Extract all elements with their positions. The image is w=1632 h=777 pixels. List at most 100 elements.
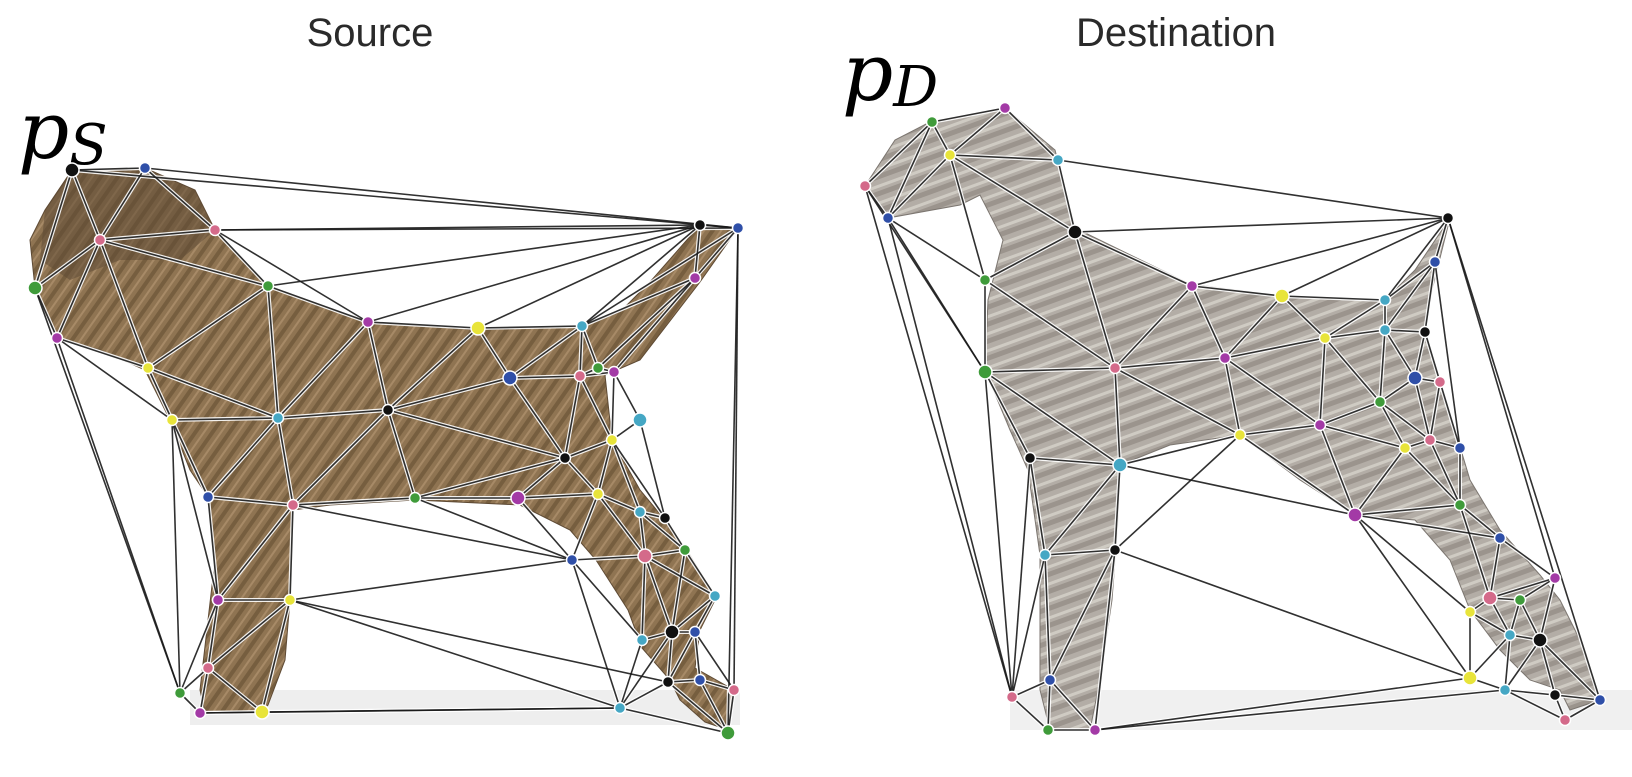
mesh-edge [292,504,573,561]
mesh-edge [289,559,573,601]
mesh-edge [644,555,716,597]
mesh-edge [99,239,269,287]
mesh-edge [509,377,566,459]
mesh-edge [267,224,701,287]
keypoint [1043,673,1057,687]
mesh-edge [581,224,701,327]
mesh-edge [1114,464,1121,551]
keypoint [1407,370,1423,386]
mesh-edge [1354,504,1461,516]
mesh-edge [1011,457,1031,698]
mesh-edge [864,121,933,187]
keypoint [727,683,741,697]
mesh-edge [984,279,1116,369]
keypoint [1041,723,1055,737]
mesh-edge [619,681,669,709]
mesh-edge [1414,331,1426,379]
mesh-edge [517,457,566,499]
mesh-edge [517,497,573,561]
mesh-edge [1057,159,1076,233]
mesh-edge [571,555,646,561]
mesh-edge [1191,217,1449,287]
keypoint [201,661,215,675]
keypoint [138,161,152,175]
mesh-edge [1004,107,1059,161]
mesh-edge [644,555,673,633]
mesh-edge [1224,357,1321,426]
mesh-edge [1224,357,1241,436]
mesh-edge [1504,634,1511,691]
keypoint [1067,224,1083,240]
mesh-edge [1319,401,1381,426]
mesh-edge [217,504,294,601]
mesh-edge [477,325,583,329]
mesh-edge [207,667,263,713]
keypoint [1548,571,1562,585]
keypoint [688,271,702,285]
mesh-edge [984,371,1031,459]
keypoint [1274,288,1290,304]
mesh-edge [931,121,951,156]
mesh-edge [1459,504,1501,539]
keypoint [93,233,107,247]
keypoint [1503,628,1517,642]
mesh-edge [597,493,646,557]
mesh-edge [214,229,269,287]
mesh-edge [949,154,1059,161]
mesh-edge [289,504,294,601]
mesh-edge [1439,381,1461,449]
mesh-edge [1049,679,1096,731]
destination-ground-shadow [1010,690,1632,730]
keypoint [1441,211,1455,225]
keypoint [633,505,647,519]
mesh-edge [1379,329,1386,403]
keypoint [1108,361,1122,375]
keypoint [1112,457,1128,473]
keypoint [1318,331,1332,345]
mesh-edge [571,559,621,709]
mesh-edge [199,707,621,714]
mesh-edge [1499,537,1556,579]
mesh-edge [387,377,511,411]
mesh-edge [1384,329,1426,333]
mesh-edge [207,599,291,669]
keypoint [50,331,64,345]
mesh-edge [581,227,739,327]
keypoint [591,487,605,501]
keypoint [1005,690,1019,704]
keypoint [193,706,207,720]
mesh-edge [1424,261,1436,333]
mesh-edge [581,325,599,369]
keypoint [1398,441,1412,455]
keypoint [943,148,957,162]
destination-point-label: pD [842,26,938,120]
mesh-edge [1459,504,1491,599]
mesh-edge [1319,337,1326,426]
keypoint [858,179,872,193]
source-ground-shadow [190,690,740,725]
keypoint [720,725,736,741]
source-mesh [33,166,740,735]
mesh-edge [277,417,294,506]
keypoint [208,223,222,237]
keypoint [613,701,627,715]
mesh-edge [387,409,566,459]
mesh-edge [1564,699,1601,721]
mesh-edge [171,419,209,498]
mesh-edge [694,227,739,279]
keypoint [1463,605,1477,619]
mesh-edge [207,599,219,669]
mesh-edge [641,555,646,641]
mesh-edge [564,457,599,495]
keypoint [141,361,155,375]
keypoint [693,218,707,232]
mesh-edge [613,371,641,421]
keypoint [1313,418,1327,432]
mesh-edge [34,287,181,694]
mesh-edge [414,497,573,561]
mesh-edge [277,409,389,419]
mesh-edge [34,169,73,289]
keypoint [1051,153,1065,167]
keypoint [1378,323,1392,337]
keypoint [1108,543,1122,557]
